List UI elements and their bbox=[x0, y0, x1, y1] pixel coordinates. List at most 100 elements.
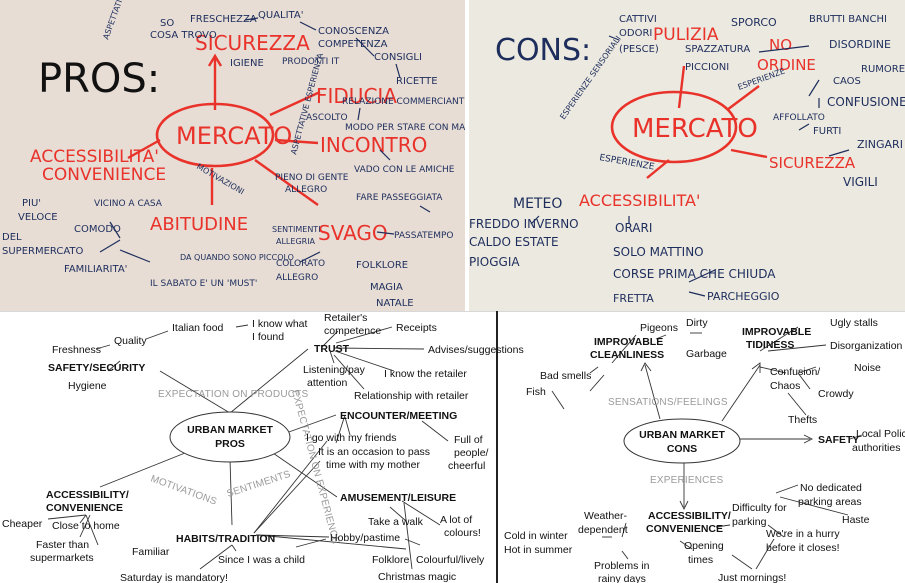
note: VIGILI bbox=[843, 175, 878, 189]
node-sicurezza: SICUREZZA bbox=[195, 31, 310, 55]
note: VELOCE bbox=[18, 212, 58, 223]
note: MAGIA bbox=[370, 282, 403, 293]
leaf: parking bbox=[732, 516, 767, 528]
leaf: Ugly stalls bbox=[830, 317, 878, 329]
section-divider bbox=[0, 311, 905, 312]
leaf: Full of bbox=[454, 434, 483, 446]
note: ODORI bbox=[619, 28, 652, 39]
leaf: No dedicated bbox=[800, 482, 862, 494]
leaf: Familiar bbox=[132, 546, 170, 558]
mind-maps: URBAN MARKET PROS EXPECTATION ON PRODUCT… bbox=[2, 312, 905, 583]
node-safety-security: SAFETY/SECURITY bbox=[48, 362, 145, 374]
leaf: Close to home bbox=[52, 520, 120, 532]
category-label: SENTIMENTS bbox=[226, 469, 293, 500]
node-svago: SVAGO bbox=[318, 221, 388, 245]
leaf: Quality bbox=[114, 335, 147, 347]
node-accessibilita: ACCESSIBILITA' bbox=[30, 147, 159, 167]
note: SUPERMERCATO bbox=[2, 246, 84, 257]
note: AFFOLLATO bbox=[773, 113, 825, 123]
node-accessibility-line2: CONVENIENCE bbox=[646, 523, 723, 535]
leaf: Advises/suggestions bbox=[428, 344, 524, 356]
photo-pros: PROS: MERCATO SICUREZZA FIDUCIA INCONTRO… bbox=[0, 0, 465, 311]
leaf: We're in a hurry bbox=[766, 528, 840, 540]
leaf: A lot of bbox=[440, 514, 472, 526]
node-tidiness-line2: TIDINESS bbox=[746, 339, 794, 351]
node-sicurezza: SICUREZZA bbox=[769, 154, 856, 172]
note: RELAZIONE COMMERCIANTE bbox=[342, 97, 465, 107]
pros-center: MERCATO bbox=[176, 122, 292, 150]
cons-center-line1: URBAN MARKET bbox=[639, 429, 725, 441]
leaf: dependent bbox=[578, 524, 628, 536]
leaf: Problems in bbox=[594, 560, 650, 572]
note: DA QUANDO SONO PICCOLO bbox=[180, 253, 294, 262]
note: ZINGARI bbox=[857, 138, 903, 151]
leaf: Receipts bbox=[396, 322, 437, 334]
note: IGIENE bbox=[230, 58, 264, 69]
node-amusement-leisure: AMUSEMENT/LEISURE bbox=[340, 492, 456, 504]
leaf: cheerful bbox=[448, 460, 485, 472]
note: PRODOTTI IT bbox=[282, 57, 340, 67]
node-no: NO bbox=[769, 36, 792, 54]
leaf: Hobby/pastime bbox=[330, 532, 400, 544]
note: CALDO ESTATE bbox=[469, 235, 559, 249]
leaf: I know what bbox=[252, 318, 308, 330]
note: SPAZZATURA bbox=[685, 44, 750, 55]
note: CORSE PRIMA CHE CHIUDA bbox=[613, 267, 776, 281]
note: PIU' bbox=[22, 198, 41, 209]
leaf: Weather- bbox=[584, 510, 627, 522]
note: FREDDO INVERNO bbox=[469, 217, 579, 231]
note: CONOSCENZA bbox=[318, 26, 389, 37]
note: SENTIMENTI bbox=[272, 225, 321, 234]
leaf: parking areas bbox=[798, 496, 862, 508]
note: ALLEGRO bbox=[276, 273, 318, 283]
leaf: Garbage bbox=[686, 348, 727, 360]
leaf: Retailer's bbox=[324, 312, 367, 324]
map-divider bbox=[496, 311, 498, 583]
note: FURTI bbox=[813, 126, 841, 137]
category-label: EXPECTATION ON PRODUCTS bbox=[158, 389, 308, 400]
leaf: Fish bbox=[526, 386, 546, 398]
node-accessibility-line2: CONVENIENCE bbox=[46, 502, 123, 514]
node-accessibilita: ACCESSIBILITA' bbox=[579, 191, 700, 210]
leaf: Just mornings! bbox=[718, 572, 786, 583]
note: BRUTTI BANCHI bbox=[809, 14, 887, 25]
note: DEL bbox=[2, 232, 22, 243]
note: CONFUSIONE bbox=[827, 95, 905, 109]
leaf: time with my mother bbox=[326, 459, 420, 471]
leaf: Dirty bbox=[686, 317, 708, 329]
leaf: It is an occasion to pass bbox=[318, 446, 430, 458]
note: ALLEGRO bbox=[285, 185, 327, 195]
leaf: before it closes! bbox=[766, 542, 840, 554]
note: VADO CON LE AMICHE bbox=[354, 165, 455, 175]
leaf: attention bbox=[307, 377, 347, 389]
note: RICETTE bbox=[396, 76, 438, 87]
note: CAOS bbox=[833, 76, 861, 87]
leaf: Listening/pay bbox=[303, 364, 366, 376]
note: PARCHEGGIO bbox=[707, 290, 780, 303]
node-abitudine: ABITUDINE bbox=[150, 214, 248, 235]
note: SPORCO bbox=[731, 16, 777, 29]
leaf: Disorganization bbox=[830, 340, 903, 352]
node-encounter-meeting: ENCOUNTER/MEETING bbox=[340, 410, 457, 422]
cons-heading: CONS: bbox=[495, 33, 591, 68]
cons-center-ellipse bbox=[623, 418, 741, 464]
pros-heading: PROS: bbox=[38, 56, 160, 102]
note: METEO bbox=[513, 196, 562, 212]
note: CONSIGLI bbox=[374, 52, 422, 63]
cons-connectors bbox=[551, 326, 863, 570]
note: QUALITA' bbox=[258, 10, 303, 21]
leaf: times bbox=[688, 554, 713, 566]
leaf: I go with my friends bbox=[306, 432, 396, 444]
category-label: SENSATIONS/FEELINGS bbox=[608, 397, 728, 408]
cons-center-line2: CONS bbox=[667, 443, 697, 455]
node-safety: SAFETY bbox=[818, 434, 859, 446]
cons-center: MERCATO bbox=[632, 114, 758, 144]
node-trust: TRUST bbox=[314, 343, 350, 355]
note: PASSATEMPO bbox=[394, 231, 454, 241]
leaf: Freshness bbox=[52, 344, 101, 356]
leaf: Faster than bbox=[36, 539, 89, 551]
leaf: Since I was a child bbox=[218, 554, 305, 566]
leaf: Local Police bbox=[856, 428, 905, 440]
node-pulizia: PULIZIA bbox=[653, 25, 719, 45]
note: PIOGGIA bbox=[469, 255, 520, 269]
